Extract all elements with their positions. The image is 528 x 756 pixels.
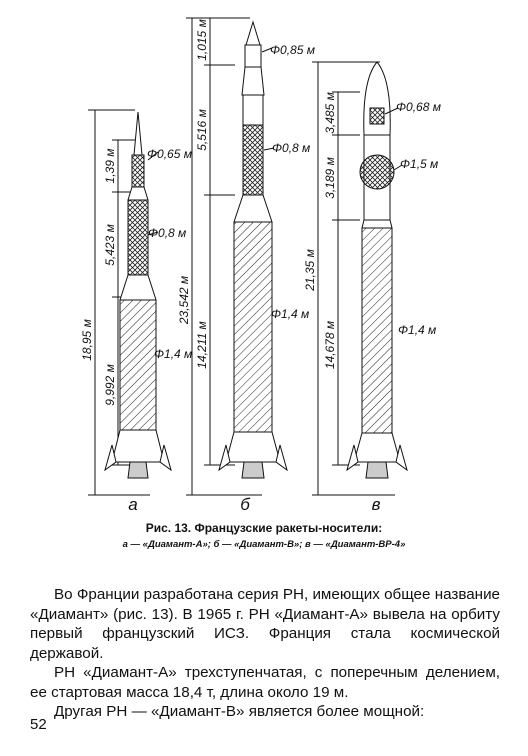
figure-caption-title: Рис. 13. Французские ракеты-носители:: [145, 521, 383, 535]
rocket-b-segment-2: 5,516 м: [195, 109, 209, 151]
rocket-b-segment-3: 14,211 м: [195, 321, 209, 368]
rocket-b: 23,542 м 1,015 м 5,516 м 14,211 м Φ0,85 …: [177, 17, 315, 514]
rocket-a-segment-2: 5,423 м: [103, 224, 117, 266]
rocket-b-diameter-1: Φ0,85 м: [270, 43, 315, 57]
paragraph-2: РН «Диамант-А» трехступенчатая, с попере…: [30, 664, 500, 701]
rocket-b-diameter-2: Φ0,8 м: [272, 141, 310, 155]
rockets-figure: 18,95 м 1,39 м 5,423 м 9,992 м Φ0,65 м Φ…: [80, 17, 441, 514]
rocket-c-diameter-1: Φ0,68 м: [396, 100, 441, 114]
paragraph-3: Другая РН — «Диамант-В» является более м…: [54, 703, 425, 720]
rocket-a-segment-3: 9,992 м: [103, 364, 117, 406]
rocket-b-segment-1: 1,015 м: [195, 19, 209, 61]
rocket-a-label: а: [128, 495, 137, 514]
rocket-c-diameter-3: Φ1,4 м: [398, 323, 436, 337]
rocket-a: 18,95 м 1,39 м 5,423 м 9,992 м Φ0,65 м Φ…: [80, 109, 192, 514]
rocket-c-total-length: 21,35 м: [303, 249, 317, 292]
rocket-b-label: б: [240, 495, 251, 514]
body-text: Во Франции разработана серия РН, имеющих…: [30, 585, 500, 722]
rocket-c-segment-3: 14,678 м: [323, 321, 337, 369]
rocket-c-segment-2: 3,189 м: [323, 157, 337, 199]
rocket-a-segment-1: 1,39 м: [103, 149, 117, 184]
page-number: 52: [30, 716, 47, 733]
rocket-c-label: в: [372, 495, 381, 514]
rocket-c: 21,35 м 3,485 м 3,189 м 14,678 м Φ0,68 м…: [303, 61, 441, 514]
figure-caption-legend: а — «Диамант-А»; б — «Диамант-В»; в — «Д…: [122, 539, 406, 550]
rocket-a-diameter-2: Φ0,8 м: [148, 226, 186, 240]
rocket-c-segment-1: 3,485 м: [323, 92, 337, 134]
paragraph-1: Во Франции разработана серия РН, имеющих…: [30, 586, 500, 662]
rocket-a-total-length: 18,95 м: [80, 319, 94, 361]
rocket-a-diameter-1: Φ0,65 м: [147, 147, 192, 161]
rocket-b-diameter-3: Φ1,4 м: [271, 307, 309, 321]
rocket-b-total-length: 23,542 м: [177, 276, 191, 325]
rocket-a-diameter-3: Φ1,4 м: [154, 347, 192, 361]
rocket-c-diameter-2: Φ1,5 м: [400, 157, 438, 171]
